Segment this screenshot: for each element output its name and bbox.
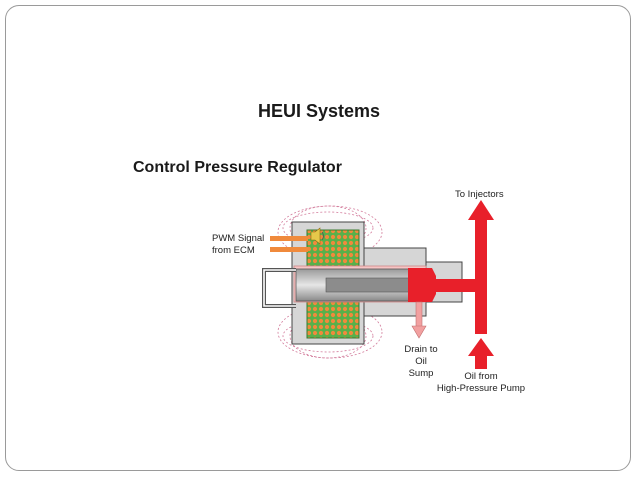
oil-source-label: Oil from High-Pressure Pump bbox=[436, 371, 526, 394]
poppet-valve bbox=[408, 268, 476, 302]
armature bbox=[295, 268, 411, 302]
slide-title: HEUI Systems bbox=[257, 101, 381, 121]
lower-coil bbox=[306, 301, 360, 339]
speaker-icon bbox=[310, 227, 324, 245]
to-injectors-label: To Injectors bbox=[455, 189, 504, 200]
pwm-signal-wires bbox=[270, 236, 308, 252]
oil-rail bbox=[468, 200, 494, 369]
drain-arrow bbox=[411, 301, 427, 339]
pwm-signal-label: PWM Signal from ECM bbox=[212, 233, 265, 256]
drain-label: Drain to Oil Sump bbox=[404, 344, 438, 379]
vent-tube bbox=[262, 268, 296, 308]
slide-subtitle: Control Pressure Regulator bbox=[133, 159, 342, 176]
